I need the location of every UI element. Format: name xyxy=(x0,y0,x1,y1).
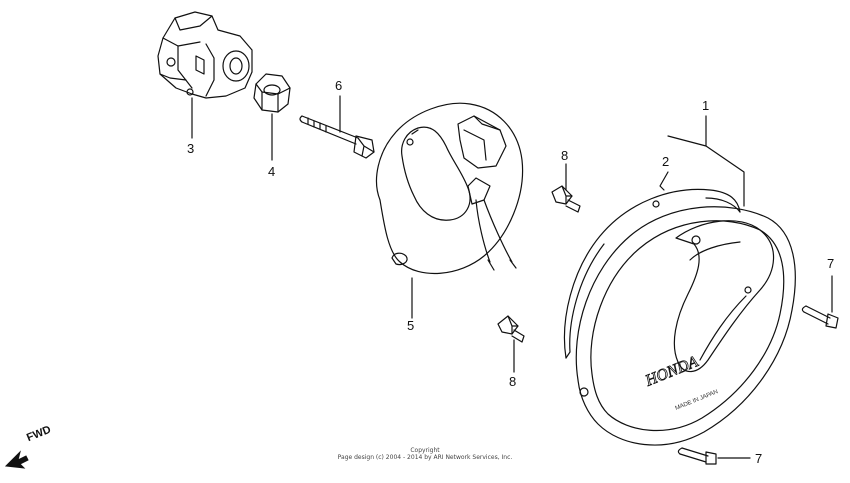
callout-6: 6 xyxy=(335,78,342,93)
copyright-label: Copyright xyxy=(410,447,440,454)
part-8-bolt-upper xyxy=(551,185,581,213)
callout-8-upper: 8 xyxy=(561,148,568,163)
part-6-bolt xyxy=(299,115,375,159)
callout-8-lower: 8 xyxy=(509,374,516,389)
part-4-nut xyxy=(253,73,291,113)
callout-7-right: 7 xyxy=(827,256,834,271)
part-1-cover xyxy=(575,200,796,446)
part-7-screw-right xyxy=(801,305,839,329)
copyright-notice: Page design (c) 2004 - 2014 by ARI Netwo… xyxy=(337,454,513,461)
leader-1 xyxy=(705,115,745,207)
callout-2: 2 xyxy=(662,154,669,169)
part-8-bolt-lower xyxy=(497,315,525,343)
part-3-advancer-assembly xyxy=(157,11,253,99)
callout-7-bottom: 7 xyxy=(755,451,762,466)
leader-1-b xyxy=(667,135,707,147)
fwd-arrow-icon xyxy=(4,450,29,469)
part-5-base-plate xyxy=(375,102,524,275)
callout-3: 3 xyxy=(187,141,194,156)
part-2-gasket xyxy=(563,188,741,359)
part-7-screw-bottom xyxy=(677,447,717,465)
leader-2 xyxy=(659,171,669,191)
callout-1: 1 xyxy=(702,98,709,113)
cover-brand-text: HONDA xyxy=(642,353,701,390)
callout-4: 4 xyxy=(268,164,275,179)
cover-made-in-text: MADE IN JAPAN xyxy=(675,389,719,412)
callout-5: 5 xyxy=(407,318,414,333)
